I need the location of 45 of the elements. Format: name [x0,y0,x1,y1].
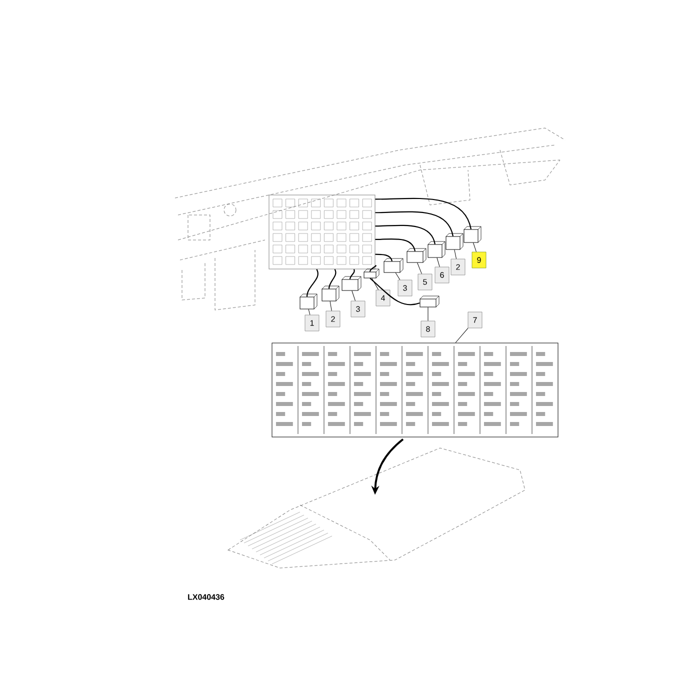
leader-line [473,242,477,252]
leader-line [395,272,400,280]
relay-drawing [406,248,426,263]
relay-drawing [428,241,446,258]
connector-line [349,269,355,280]
leader-line [417,262,422,274]
relay-drawing [300,294,318,310]
connector-line [328,269,336,289]
floor-tray-drawing [228,448,526,568]
relay-drawing [446,233,464,250]
relay-drawing [322,286,340,302]
connector-line [375,238,416,252]
callout-number: 4 [376,290,390,306]
connector-line [369,265,376,272]
callout-number: 3 [398,280,412,296]
leader-line [330,301,332,312]
callout-number: 2 [326,310,340,328]
leader-line [455,328,468,343]
connector-line [375,224,436,244]
callout-number: 7 [468,312,482,328]
leader-line [352,290,356,302]
fuse-box-drawing [268,194,376,270]
relay-drawing [464,226,482,243]
leader-line [372,278,379,290]
connector-line [306,269,318,297]
callout-number: 8 [420,320,436,338]
connector-line [375,211,454,236]
callout-number: 5 [418,274,432,290]
leader-line [436,258,440,268]
relay-drawing [342,276,362,291]
relay-drawing [420,296,440,308]
leader-line [308,309,310,316]
figure-code: LX040436 [188,594,224,600]
callout-number: 9 [472,252,486,268]
callout-number: 2 [450,258,466,276]
connector-line [375,198,472,230]
callout-number: 6 [434,266,450,284]
callout-number: 1 [304,314,320,332]
connector-line [375,254,393,262]
fuse-decal-drawing [272,342,558,438]
callout-number: 3 [350,300,366,318]
leader-line [454,250,457,260]
relay-drawing [364,268,380,278]
relay-drawing [384,258,404,273]
connector-line [370,278,420,306]
